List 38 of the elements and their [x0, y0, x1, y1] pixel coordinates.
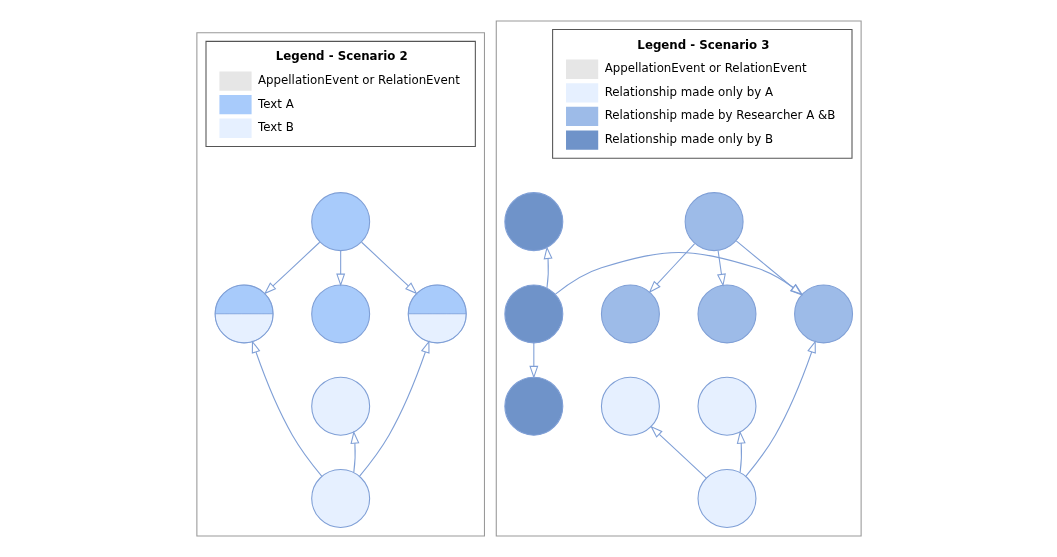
node-circle — [793, 284, 853, 344]
arrow — [716, 250, 726, 287]
arrow — [251, 340, 322, 477]
node-circle — [696, 284, 756, 344]
arrow — [528, 342, 538, 379]
node-circle — [310, 284, 370, 344]
node-circle — [503, 284, 563, 344]
node-circle — [600, 376, 660, 436]
legend-label: Text B — [257, 120, 294, 135]
legend-label: AppellationEvent or RelationEvent — [604, 61, 807, 76]
node-circle — [310, 376, 370, 436]
node-circle — [503, 192, 563, 252]
arrow — [358, 340, 430, 477]
node-circle — [696, 376, 756, 436]
arrow — [744, 340, 816, 477]
cluster — [195, 32, 485, 537]
node-circle — [696, 468, 756, 528]
arrow — [649, 425, 707, 479]
node-circle — [503, 376, 563, 436]
cluster — [495, 20, 862, 537]
arrow — [735, 240, 803, 296]
node-circle — [600, 284, 660, 344]
legend-label: Relationship made only by A — [604, 84, 773, 99]
arrow — [648, 243, 695, 294]
node-circle — [684, 192, 744, 252]
node-circle — [310, 192, 370, 252]
arrow — [543, 246, 553, 289]
arrow — [349, 430, 359, 473]
arrow — [736, 430, 746, 473]
legend-label: AppellationEvent or RelationEvent — [257, 73, 460, 88]
arrow — [263, 241, 320, 295]
legend-label: Relationship made only by B — [604, 132, 773, 147]
arrow — [335, 250, 345, 287]
arrow — [360, 241, 418, 295]
legend-label: Text A — [257, 96, 294, 111]
legend-label: Relationship made by Researcher A &B — [604, 108, 835, 123]
arrow — [554, 252, 803, 296]
node-circle — [310, 468, 370, 528]
